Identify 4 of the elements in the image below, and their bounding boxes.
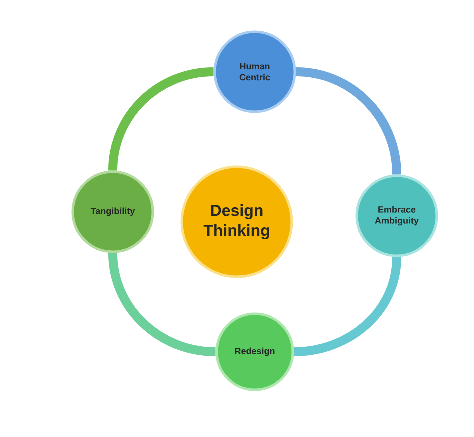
ring-arc <box>296 68 402 176</box>
ring-arc <box>108 252 216 356</box>
ring-arc <box>294 256 402 356</box>
ring-arc <box>108 68 214 172</box>
